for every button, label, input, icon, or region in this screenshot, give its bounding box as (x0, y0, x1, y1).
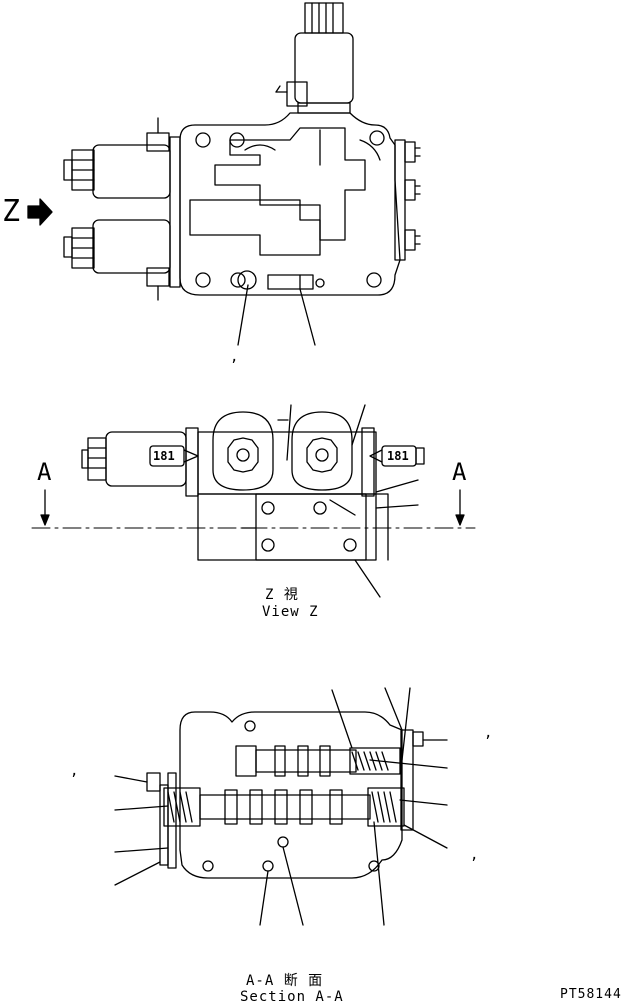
top-view (27, 2, 421, 346)
connector-label-left: 181 (153, 449, 175, 463)
z-view-marker: Z (2, 194, 21, 229)
top-solenoid (275, 2, 354, 114)
stray-comma-right-1: , (484, 725, 493, 741)
manual-knob-right (291, 411, 353, 491)
view-z-solenoid-left (81, 431, 199, 487)
valve-body (169, 112, 421, 296)
manual-knob-left (212, 411, 274, 491)
section-caption-jp: A-A 断 面 (246, 973, 324, 989)
connector-label-right: 181 (387, 449, 409, 463)
stray-comma-left: , (70, 763, 79, 779)
section-mark-left: A (37, 458, 52, 486)
left-solenoid-lower (63, 219, 171, 301)
view-z-arrow (27, 198, 53, 226)
drawing-number: PT58144 (560, 987, 622, 1002)
left-solenoid-upper (63, 117, 171, 199)
stray-comma-right-2: , (470, 847, 479, 863)
section-a-a (114, 687, 448, 926)
view-z-caption-jp: Z 視 (265, 587, 299, 603)
section-caption-en: Section A-A (240, 989, 344, 1005)
view-z-connector-right (369, 445, 425, 467)
view-z-caption-en: View Z (262, 604, 319, 620)
upper-spool (235, 745, 401, 777)
stray-comma-top: , (230, 349, 239, 365)
section-mark-right: A (452, 458, 467, 486)
lower-spool (163, 787, 405, 827)
view-z (31, 404, 476, 598)
